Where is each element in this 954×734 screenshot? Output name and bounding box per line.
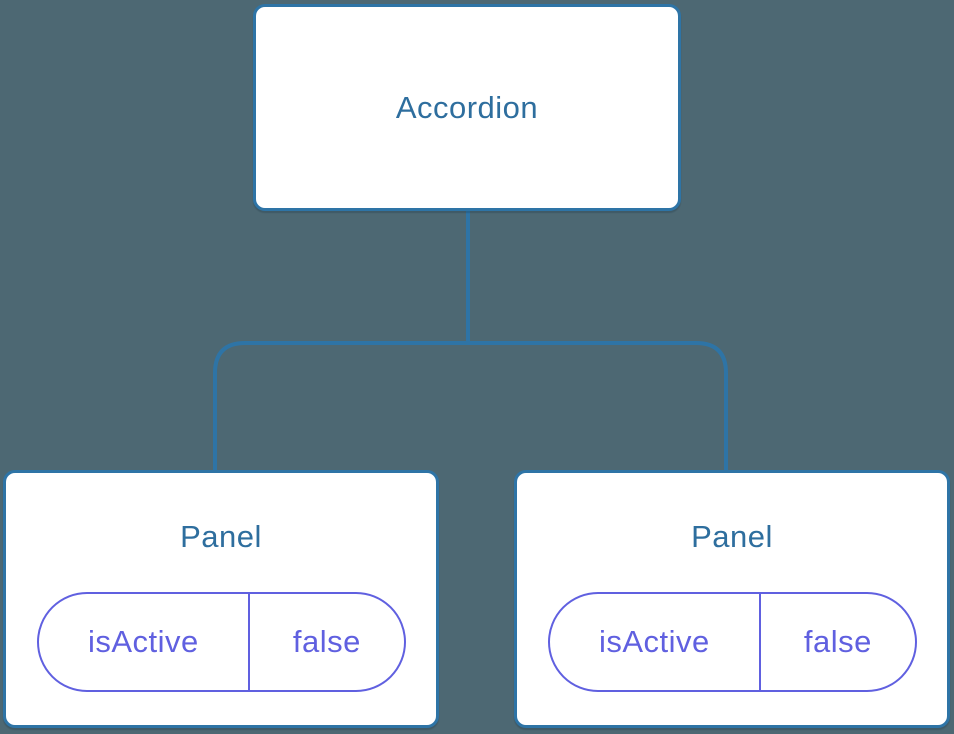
state-value: false (292, 624, 361, 659)
node-accordion-label: Accordion (395, 89, 539, 125)
connector-branch (213, 341, 728, 476)
state-key: isActive (550, 594, 762, 690)
node-panel-left: Panel isActive false (3, 470, 439, 728)
node-panel-right-label: Panel (691, 519, 773, 554)
node-panel-left-label: Panel (180, 519, 262, 554)
state-pill: isActive false (547, 592, 917, 692)
state-pill: isActive false (36, 592, 406, 692)
state-key: isActive (39, 594, 251, 690)
state-value: false (803, 624, 872, 659)
node-panel-right: Panel isActive false (514, 470, 950, 728)
node-accordion: Accordion (253, 4, 681, 211)
